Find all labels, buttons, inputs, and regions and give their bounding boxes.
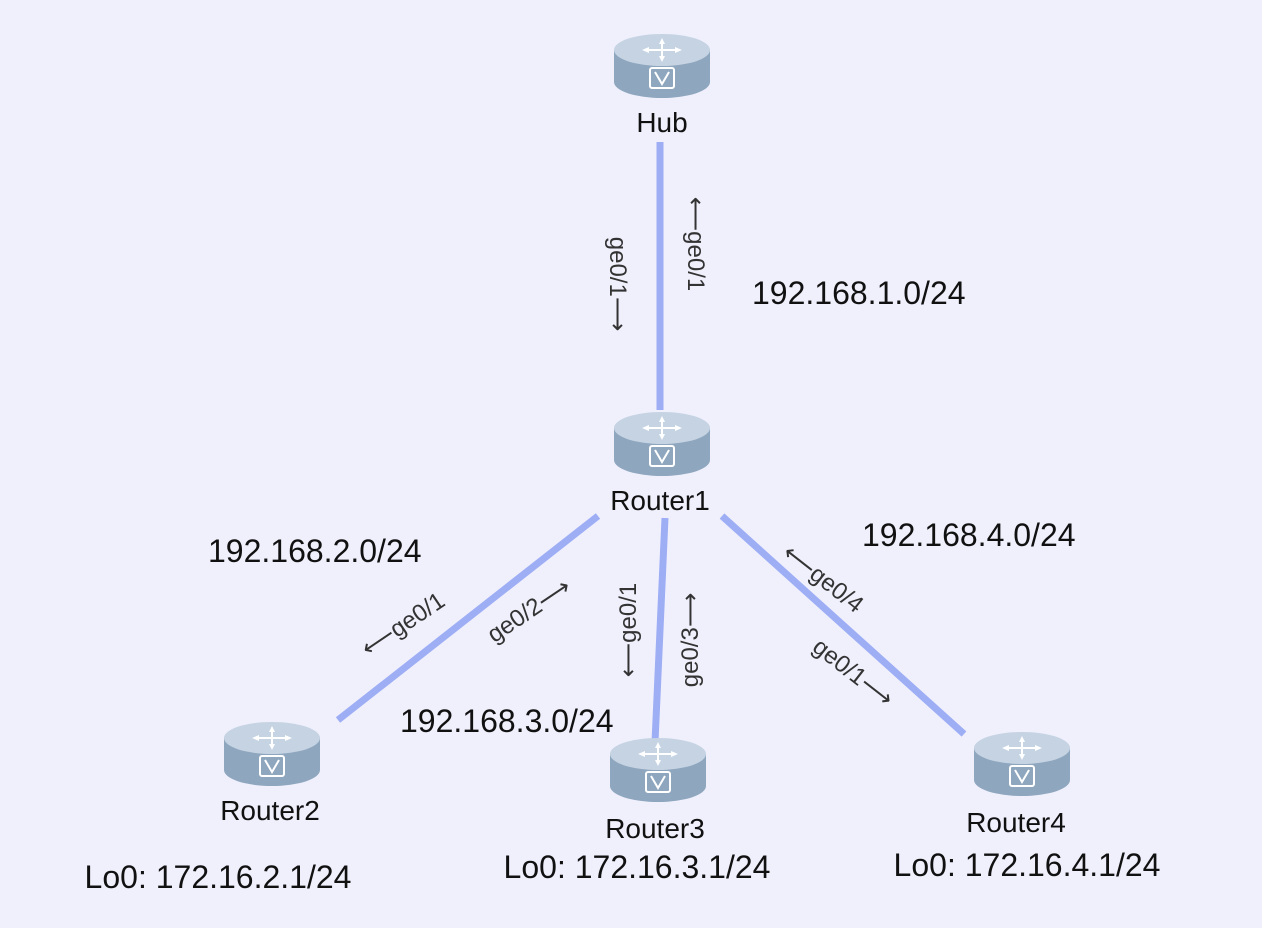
interface-label-group: ⟵ge0/1	[357, 587, 450, 662]
network-label-router1-router2: 192.168.2.0/24	[208, 533, 422, 569]
network-label-router1-router3: 192.168.3.0/24	[400, 703, 614, 739]
svg-text:ge0/1⟶: ge0/1⟶	[807, 633, 898, 712]
node-router3[interactable]: Router3 Lo0: 172.16.3.1/24	[504, 737, 771, 885]
interface-label-group: ge0/1⟶	[807, 633, 898, 712]
network-label-hub-router1: 192.168.1.0/24	[752, 275, 966, 311]
loopback-router4: Lo0: 172.16.4.1/24	[894, 847, 1161, 883]
node-hub[interactable]: Hub	[613, 33, 711, 138]
link-router1-router3	[651, 517, 669, 743]
interface-name: ge0/1	[385, 587, 450, 643]
interface-name: ge0/4	[804, 561, 868, 619]
arrow-right-icon: ⟶	[604, 297, 631, 331]
node-label-router1: Router1	[610, 485, 710, 516]
links	[335, 142, 967, 743]
router-icon	[613, 33, 711, 99]
router-icon	[613, 411, 711, 477]
loopback-router2: Lo0: 172.16.2.1/24	[85, 859, 352, 895]
router-icon	[609, 737, 707, 803]
node-label-router4: Router4	[966, 807, 1066, 838]
interface-label-group: ⟵ge0/1	[615, 583, 642, 677]
interface-label-group: ge0/3⟶	[677, 593, 704, 687]
svg-text:ge0/3⟶: ge0/3⟶	[677, 593, 704, 687]
network-label-router1-router4: 192.168.4.0/24	[862, 517, 1076, 553]
interface-name: ge0/1	[682, 231, 709, 291]
interface-label-group: ⟵ge0/1	[682, 197, 709, 291]
arrow-left-icon: ⟵	[615, 643, 642, 677]
node-router2[interactable]: Router2 Lo0: 172.16.2.1/24	[85, 721, 352, 895]
router-icon	[973, 731, 1071, 797]
interface-name: ge0/1	[615, 583, 642, 643]
node-router1[interactable]: Router1	[610, 411, 711, 516]
svg-text:⟵ge0/1: ⟵ge0/1	[357, 587, 450, 662]
node-label-router2: Router2	[220, 795, 320, 826]
link-router1-router4	[719, 513, 967, 737]
arrow-right-icon: ⟶	[677, 593, 704, 627]
router-icon	[223, 721, 321, 787]
node-label-hub: Hub	[636, 107, 687, 138]
link-router1-router2	[335, 513, 601, 723]
node-router4[interactable]: Router4 Lo0: 172.16.4.1/24	[894, 731, 1161, 883]
loopback-router3: Lo0: 172.16.3.1/24	[504, 849, 771, 885]
node-label-router3: Router3	[605, 813, 705, 844]
interface-label-group: ge0/1⟶	[604, 237, 631, 331]
arrow-left-icon: ⟵	[682, 197, 709, 231]
svg-text:ge0/2⟶: ge0/2⟶	[483, 573, 576, 648]
interface-name: ge0/1	[604, 237, 631, 297]
interface-label-group: ge0/2⟶	[483, 573, 576, 648]
svg-text:ge0/1⟶: ge0/1⟶	[604, 237, 631, 331]
svg-text:⟵ge0/1: ⟵ge0/1	[615, 583, 642, 677]
svg-text:⟵ge0/1: ⟵ge0/1	[682, 197, 709, 291]
interface-name: ge0/3	[677, 627, 704, 687]
